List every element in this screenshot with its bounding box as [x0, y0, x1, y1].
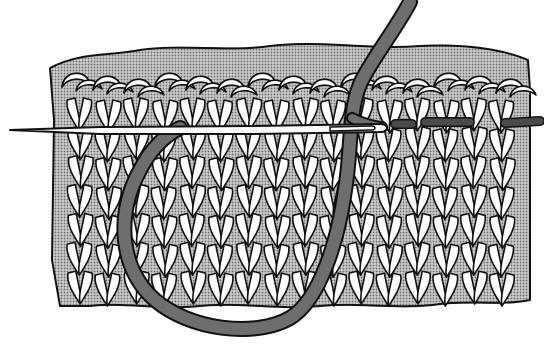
needle-eye: [330, 126, 375, 131]
